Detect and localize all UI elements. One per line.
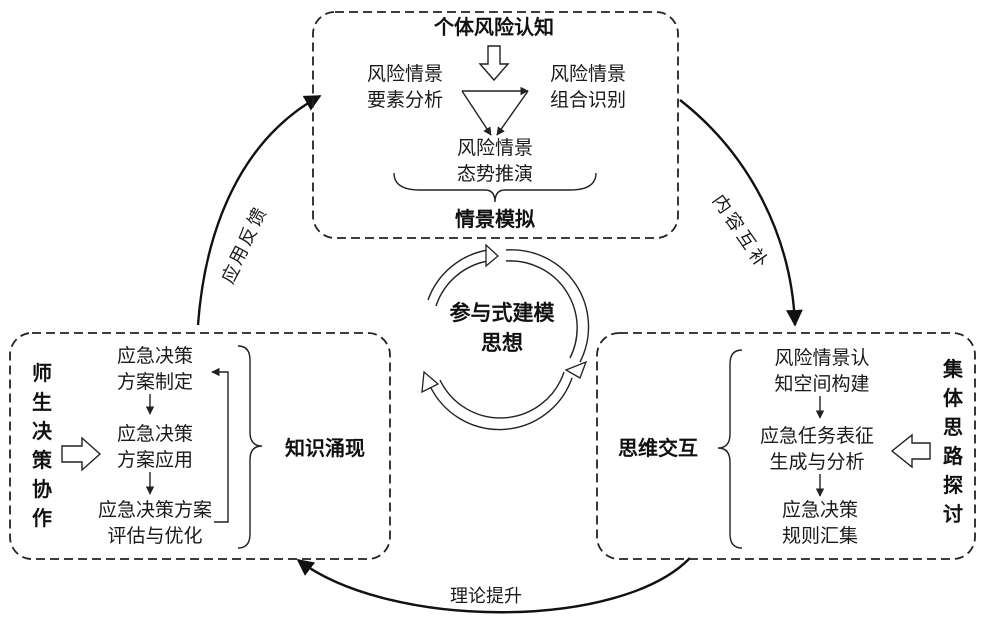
center-title-line1: 参与式建模 — [450, 301, 556, 325]
svg-text:讨: 讨 — [943, 502, 963, 526]
svg-text:路: 路 — [943, 444, 964, 468]
cycle-arrowhead-left — [421, 370, 440, 394]
cycle-arrowhead-top — [485, 243, 499, 268]
right-item3-line2: 规则汇集 — [782, 525, 858, 547]
left-item2-line1: 应急决策 — [117, 423, 193, 445]
top-hollow-arrow — [478, 45, 510, 82]
center-title-line2: 思想 — [481, 331, 523, 355]
cycle-arrowhead-right — [564, 360, 588, 379]
svg-text:作: 作 — [32, 506, 52, 530]
label-application-feedback: 应 用 反 馈 — [218, 205, 271, 288]
top-bottom-line2: 态势推演 — [457, 163, 533, 185]
svg-text:师: 师 — [32, 361, 52, 385]
top-right-line1: 风险情景 — [550, 63, 626, 85]
left-item1-line1: 应急决策 — [117, 345, 193, 367]
arc-theory-upgrade — [296, 557, 691, 614]
svg-text:策: 策 — [32, 448, 53, 472]
top-triangle — [461, 86, 529, 136]
left-hollow-arrow — [61, 436, 102, 472]
top-left-line2: 要素分析 — [367, 89, 443, 111]
arc-application-feedback — [196, 94, 322, 326]
left-side-label: 师 生 决 策 协 作 — [32, 361, 53, 530]
right-item1-line2: 知空间构建 — [774, 373, 869, 395]
left-item3-line1: 应急决策方案 — [98, 499, 212, 521]
top-box — [312, 11, 679, 239]
left-item3-line2: 评估与优化 — [107, 525, 202, 547]
right-bracket — [717, 349, 743, 549]
right-box — [596, 332, 976, 560]
svg-text:集: 集 — [942, 357, 964, 381]
svg-text:生: 生 — [32, 390, 52, 414]
svg-text:思: 思 — [943, 415, 963, 439]
svg-text:协: 协 — [32, 477, 52, 501]
svg-text:探: 探 — [943, 473, 963, 497]
left-bracket — [237, 345, 263, 549]
label-theory-upgrade: 理论提升 — [450, 586, 522, 607]
right-item1-line1: 风险情景认 — [774, 347, 869, 369]
left-item2-line2: 方案应用 — [117, 449, 193, 471]
top-header: 个体风险认知 — [433, 15, 554, 39]
arc-content-complement — [679, 99, 803, 327]
top-right-line2: 组合识别 — [550, 89, 626, 111]
top-title: 情景模拟 — [455, 207, 535, 231]
center-cycle — [421, 243, 590, 431]
top-left-line1: 风险情景 — [367, 63, 443, 85]
top-bottom-line1: 风险情景 — [457, 137, 533, 159]
left-box — [9, 332, 391, 560]
right-item2-line1: 应急任务表征 — [760, 425, 874, 447]
svg-text:体: 体 — [943, 386, 964, 410]
left-item1-line2: 方案制定 — [117, 371, 193, 393]
right-item2-line2: 生成与分析 — [769, 451, 864, 473]
left-loop-arrow — [211, 367, 229, 523]
top-brace — [393, 172, 597, 203]
right-item3-line1: 应急决策 — [782, 499, 858, 521]
left-title: 知识涌现 — [285, 436, 365, 460]
right-hollow-arrow — [890, 433, 931, 469]
svg-text:决: 决 — [32, 419, 53, 443]
label-content-complement: 内 容 互 补 — [708, 191, 772, 272]
right-side-label: 集 体 思 路 探 讨 — [942, 357, 964, 526]
right-title: 思维交互 — [618, 436, 698, 460]
